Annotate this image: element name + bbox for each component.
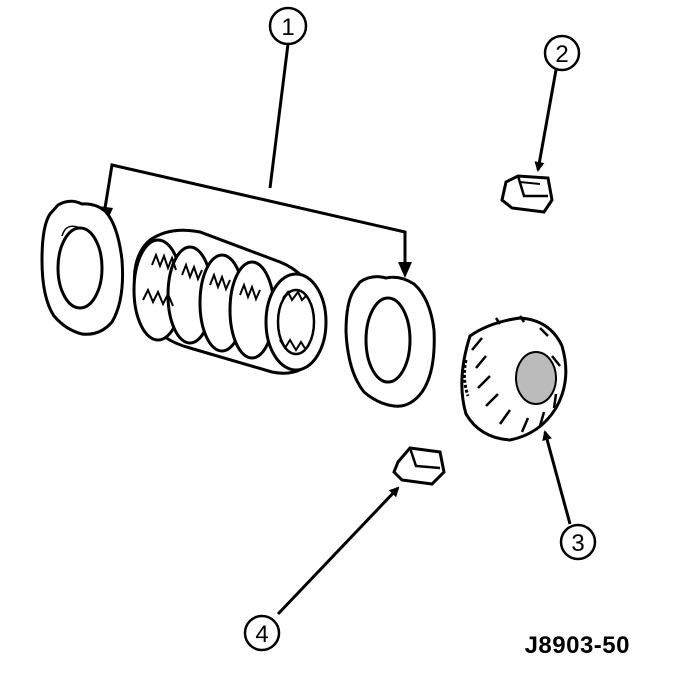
callout-1: 1: [98, 6, 412, 278]
right-outer-plate: [344, 275, 436, 408]
reference-code: J8903-50: [524, 632, 630, 659]
lower-shim: [392, 446, 446, 486]
callout-2-label: 2: [555, 41, 568, 68]
side-gear: [460, 315, 568, 442]
callout-1-leader: [103, 163, 407, 272]
callout-3-label: 3: [571, 530, 584, 557]
callout-2: 2: [534, 34, 581, 172]
callout-4: 4: [243, 486, 400, 652]
upper-shim: [500, 174, 554, 214]
clutch-disc-stack: [132, 228, 328, 375]
callout-3: 3: [542, 430, 597, 561]
callout-1-label: 1: [281, 14, 294, 41]
callout-4-label: 4: [255, 621, 268, 648]
left-outer-plate: [40, 199, 125, 336]
